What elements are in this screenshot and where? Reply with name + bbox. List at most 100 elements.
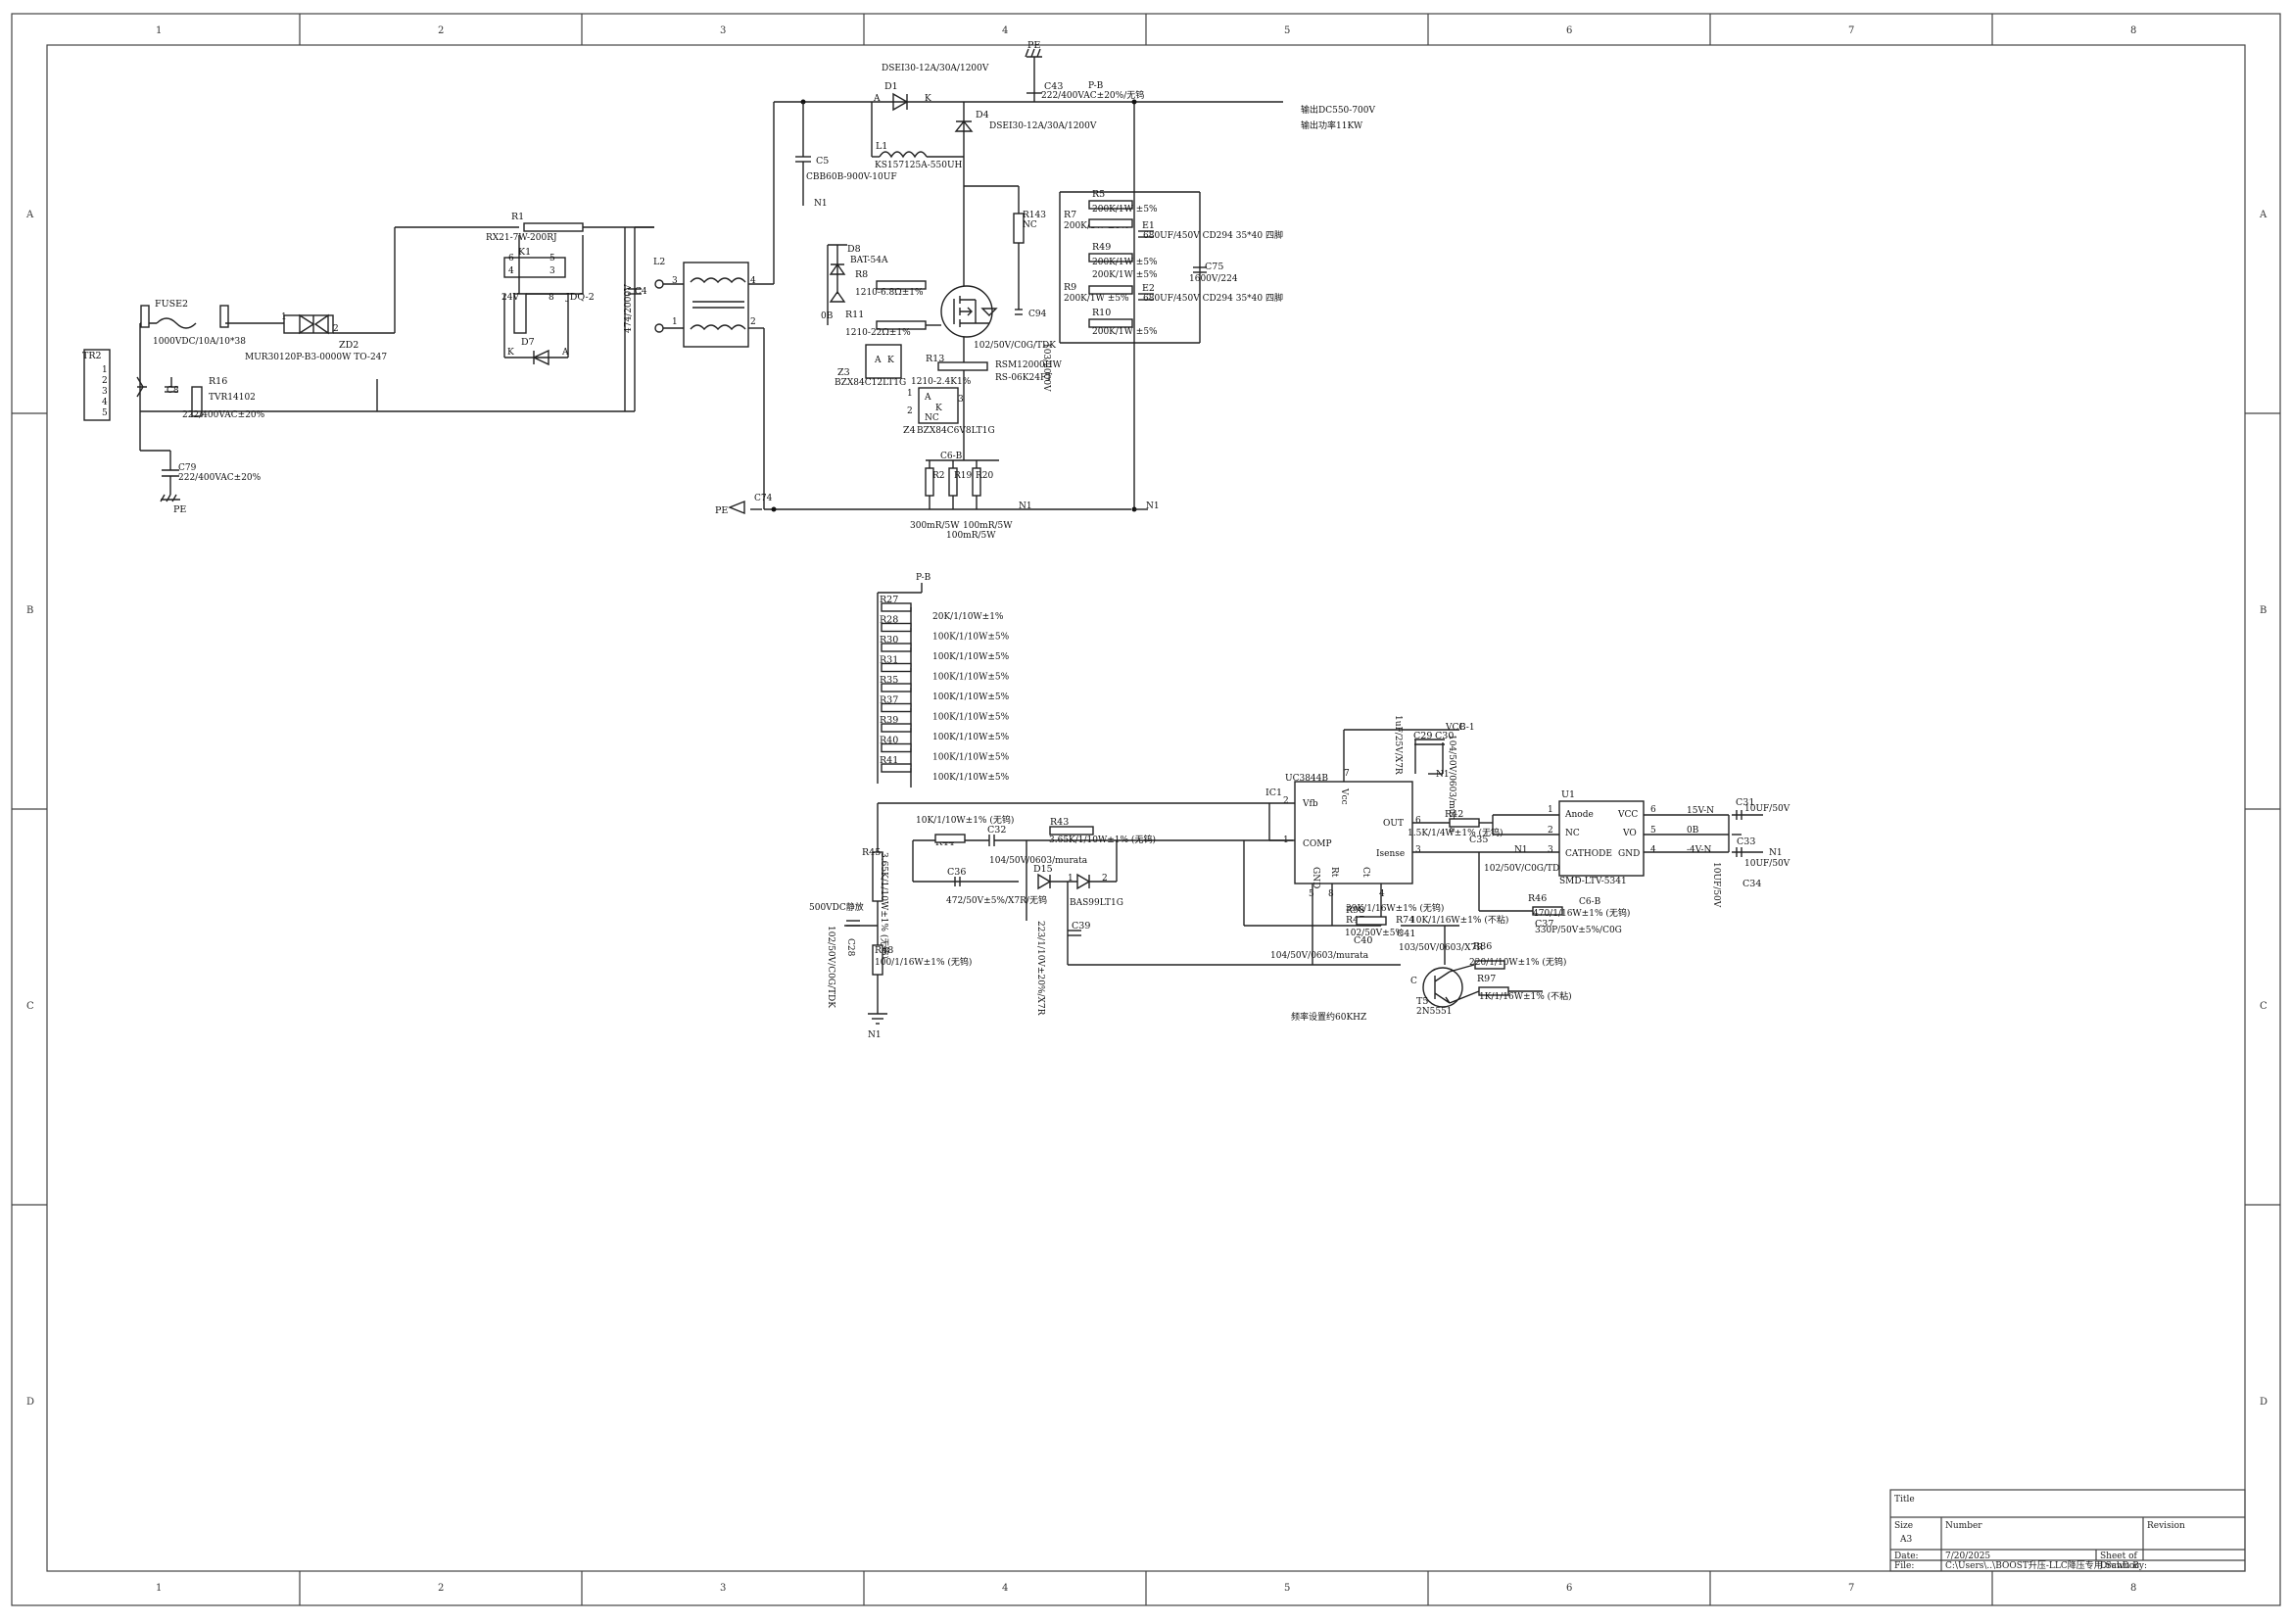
svg-text:C28: C28 — [845, 938, 855, 957]
svg-text:39K/1/16W±1% (无钨): 39K/1/16W±1% (无钨) — [1346, 902, 1444, 914]
svg-text:Isense: Isense — [1376, 849, 1405, 859]
d1-value: DSEI30-12A/30A/1200V — [882, 64, 989, 73]
grid-dividers — [12, 14, 2280, 1605]
pe-bottom-label: PE — [173, 504, 186, 515]
r16-symbol — [191, 386, 203, 417]
svg-text:C40: C40 — [1354, 935, 1372, 946]
c8-label: C8 — [167, 386, 179, 396]
r8-label: R8 — [855, 269, 868, 280]
tb-file-value: C:\Users\..\BOOST升压-LLC降压专用.SchDoc — [1945, 1559, 2139, 1571]
svg-text:K: K — [507, 348, 514, 358]
output-capacitor-bank: N1 R5 200K/1W ±5% R7 200K/1W ±5% E1 680U… — [1059, 99, 1283, 512]
fuse2-label: FUSE2 — [155, 299, 188, 310]
svg-text:D15: D15 — [1033, 864, 1053, 875]
z4-symbol — [918, 387, 959, 424]
svg-text:NC: NC — [1023, 220, 1037, 230]
svg-text:3: 3 — [549, 266, 555, 276]
tb-size: Size — [1894, 1521, 1913, 1531]
svg-text:C29: C29 — [1413, 731, 1432, 741]
svg-text:T5: T5 — [1416, 996, 1428, 1007]
grid-column-label: 5 — [1284, 25, 1290, 36]
svg-text:4: 4 — [1379, 889, 1385, 899]
svg-text:PE: PE — [715, 505, 728, 516]
r13-label: R13 — [926, 354, 944, 364]
svg-text:R42: R42 — [1445, 809, 1463, 820]
grid-column-label: 1 — [156, 1583, 162, 1594]
svg-text:470/1/16W±1% (无钨): 470/1/16W±1% (无钨) — [1533, 907, 1630, 919]
svg-text:104/50V/0603/murata: 104/50V/0603/murata — [1447, 735, 1456, 834]
svg-text:5: 5 — [1309, 889, 1314, 899]
svg-text:7: 7 — [1344, 769, 1350, 779]
grid-column-label: 6 — [1566, 25, 1572, 36]
svg-text:R7: R7 — [1064, 210, 1076, 220]
svg-text:4: 4 — [750, 276, 756, 286]
svg-text:500VDC静放: 500VDC静放 — [809, 901, 864, 913]
grid-column-label: 4 — [1002, 1583, 1008, 1594]
c4-label: C4 — [635, 287, 647, 297]
svg-text:200K/1W ±5%: 200K/1W ±5% — [1064, 294, 1129, 304]
tr2-pin: 3 — [102, 387, 108, 397]
svg-text:472/50V±5%/X7R/无钨: 472/50V±5%/X7R/无钨 — [946, 894, 1047, 906]
divider-resistor-value: 100K/1/10W±5% — [932, 773, 1010, 783]
svg-text:200K/1W ±5%: 200K/1W ±5% — [1092, 327, 1158, 337]
svg-text:C37: C37 — [1535, 919, 1553, 930]
tr2-connector — [83, 349, 111, 421]
r1-value: RX21-7W-200RJ — [486, 233, 557, 243]
svg-text:100/1/16W±1% (无钨): 100/1/16W±1% (无钨) — [875, 956, 972, 968]
divider-resistor-ref: R35 — [880, 675, 898, 686]
svg-text:U1: U1 — [1561, 789, 1575, 800]
svg-text:R20: R20 — [976, 471, 994, 481]
svg-text:Ct: Ct — [1360, 867, 1370, 878]
svg-text:5: 5 — [549, 254, 555, 263]
svg-text:C31: C31 — [1736, 797, 1754, 808]
voltage-divider-chain: P-B R2720K/1/10W±1%R28100K/1/10W±5%R3010… — [809, 573, 1269, 1040]
divider-resistor-value: 20K/1/10W±1% — [932, 612, 1004, 622]
outer-border — [11, 13, 2281, 1606]
svg-text:10UF/50V: 10UF/50V — [1744, 859, 1790, 869]
svg-text:OUT: OUT — [1383, 819, 1404, 829]
divider-resistor-ref: R28 — [880, 615, 898, 626]
ic1-chip — [1294, 781, 1413, 884]
gate-driver-u1: U1 Anode NC CATHODE VCC VO GND 1 2 3 6 5… — [1492, 789, 1790, 908]
svg-text:R45: R45 — [862, 847, 881, 858]
svg-text:Anode: Anode — [1564, 810, 1594, 820]
svg-text:3: 3 — [1415, 845, 1421, 855]
svg-text:NC: NC — [925, 413, 939, 423]
svg-text:Rt: Rt — [1329, 867, 1339, 878]
svg-text:COMP: COMP — [1303, 839, 1332, 849]
divider-resistor-value: 100K/1/10W±5% — [932, 693, 1010, 702]
svg-text:R97: R97 — [1477, 974, 1496, 984]
d4-value: DSEI30-12A/30A/1200V — [989, 121, 1097, 131]
svg-text:R5: R5 — [1092, 189, 1105, 200]
svg-text:2: 2 — [1548, 826, 1553, 836]
svg-text:2N5551: 2N5551 — [1416, 1007, 1453, 1017]
k1-coil — [513, 293, 527, 334]
svg-text:K: K — [935, 404, 942, 413]
grid-row-label: D — [26, 1397, 34, 1408]
tvr-label: TVR14102 — [209, 393, 256, 403]
svg-text:300mR/5W: 300mR/5W — [910, 521, 960, 531]
r11-value: 1210-22Ω±1% — [845, 328, 911, 338]
tb-revision: Revision — [2147, 1521, 2185, 1531]
svg-text:C35: C35 — [1469, 835, 1488, 845]
c4-value: 474/2000V — [624, 284, 634, 333]
svg-text:Vcc: Vcc — [1339, 788, 1349, 805]
tb-file: File: — [1894, 1561, 1914, 1571]
svg-text:1: 1 — [1548, 805, 1553, 815]
svg-text:3: 3 — [958, 395, 964, 405]
svg-text:1uF/25V/X7R: 1uF/25V/X7R — [1393, 715, 1403, 775]
svg-text:24V: 24V — [501, 293, 519, 303]
zd2-value: MUR30120P-B3-0000W TO-247 — [245, 353, 387, 362]
svg-text:2: 2 — [1102, 874, 1108, 884]
svg-text:1600V/224: 1600V/224 — [1189, 274, 1238, 284]
svg-text:A: A — [874, 356, 882, 365]
l1-value: KS157125A-550UH — [875, 161, 963, 170]
svg-text:N1: N1 — [814, 199, 828, 209]
tr2-pin: 4 — [102, 398, 108, 407]
divider-resistor-value: 100K/1/10W±5% — [932, 753, 1010, 763]
svg-text:4: 4 — [1650, 845, 1656, 855]
svg-text:K: K — [887, 356, 894, 365]
svg-text:220/1/10W±1% (无钨): 220/1/10W±1% (无钨) — [1469, 956, 1566, 968]
